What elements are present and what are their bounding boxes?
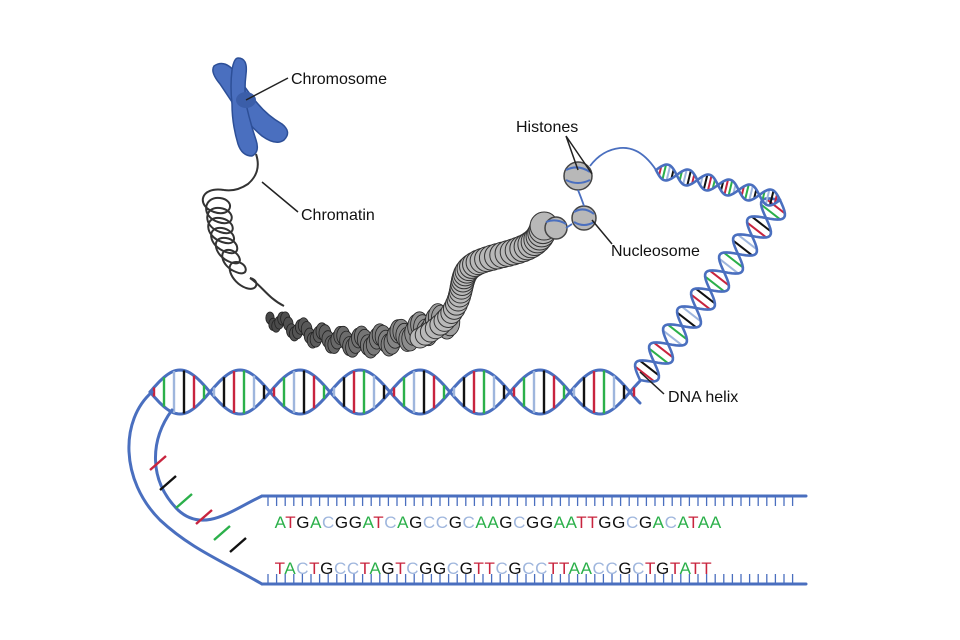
- base-letter: G: [540, 513, 553, 532]
- base-letter: C: [322, 513, 334, 532]
- base-letter: T: [587, 513, 597, 532]
- chromatin-fiber: [265, 303, 461, 359]
- base-letter: C: [513, 513, 525, 532]
- base-letter: C: [535, 559, 547, 578]
- base-letter: C: [447, 559, 459, 578]
- base-letter: A: [363, 513, 375, 532]
- base-letter: T: [360, 559, 370, 578]
- base-letter: A: [680, 559, 692, 578]
- base-letter: T: [701, 559, 711, 578]
- base-letter: C: [423, 513, 435, 532]
- base-letter: G: [526, 513, 539, 532]
- base-letter: C: [334, 559, 346, 578]
- base-letter: A: [566, 513, 578, 532]
- base-letter: A: [554, 513, 566, 532]
- base-letter: G: [349, 513, 362, 532]
- base-letter: G: [409, 513, 422, 532]
- base-letter: A: [487, 513, 499, 532]
- base-letter: C: [626, 513, 638, 532]
- base-letter: G: [639, 513, 652, 532]
- base-letter: A: [710, 513, 722, 532]
- label-nucleosome: Nucleosome: [611, 243, 700, 260]
- base-letter: T: [395, 559, 405, 578]
- base-letter: C: [665, 513, 677, 532]
- base-letter: G: [335, 513, 348, 532]
- base-letter: C: [406, 559, 418, 578]
- base-letter: C: [522, 559, 534, 578]
- base-letter: A: [284, 559, 296, 578]
- label-chromosome: Chromosome: [291, 71, 387, 88]
- base-letter: G: [433, 559, 446, 578]
- label-histones: Histones: [516, 119, 578, 136]
- base-letter: T: [548, 559, 558, 578]
- base-letter: T: [688, 513, 698, 532]
- base-letter: A: [275, 513, 287, 532]
- base-letter: T: [473, 559, 483, 578]
- dna-helix: [127, 163, 787, 586]
- base-letter: G: [460, 559, 473, 578]
- base-letter: G: [618, 559, 631, 578]
- base-letter: C: [463, 513, 475, 532]
- base-letter: T: [576, 513, 586, 532]
- base-letter: A: [677, 513, 689, 532]
- base-letter: G: [320, 559, 333, 578]
- base-letter: T: [484, 559, 494, 578]
- base-letter: A: [581, 559, 593, 578]
- chromosome-shape: [212, 57, 289, 157]
- sequence-bottom: TACTGCCTAGTCGGCGTTCGCCTTAACCGCTGTATT: [275, 559, 712, 578]
- base-letter: A: [653, 513, 665, 532]
- base-letter: T: [559, 559, 569, 578]
- base-letter: T: [670, 559, 680, 578]
- chromatin-coil: [201, 153, 285, 307]
- base-letter: C: [495, 559, 507, 578]
- base-letter: T: [285, 513, 295, 532]
- base-letter: A: [569, 559, 581, 578]
- base-letter: C: [605, 559, 617, 578]
- base-letter: C: [384, 513, 396, 532]
- base-letter: G: [381, 559, 394, 578]
- base-letter: G: [499, 513, 512, 532]
- base-letter: C: [296, 559, 308, 578]
- base-letter: A: [397, 513, 409, 532]
- dna-ladder: [260, 494, 808, 586]
- base-letter: T: [275, 559, 285, 578]
- base-letter: G: [612, 513, 625, 532]
- leader-lines: [245, 77, 665, 395]
- base-letter: G: [656, 559, 669, 578]
- base-letter: T: [690, 559, 700, 578]
- base-letter: G: [508, 559, 521, 578]
- base-letter: A: [475, 513, 487, 532]
- base-letter: G: [449, 513, 462, 532]
- base-letter: C: [632, 559, 644, 578]
- base-letter: C: [436, 513, 448, 532]
- base-letter: A: [698, 513, 710, 532]
- base-letter: T: [373, 513, 383, 532]
- base-letter: G: [419, 559, 432, 578]
- label-dna-helix: DNA helix: [668, 389, 738, 406]
- nucleosome-closeup: [544, 147, 657, 240]
- base-letter: G: [296, 513, 309, 532]
- base-letter: G: [598, 513, 611, 532]
- label-chromatin: Chromatin: [301, 207, 375, 224]
- base-letter: T: [645, 559, 655, 578]
- base-letter: C: [347, 559, 359, 578]
- base-letter: A: [369, 559, 381, 578]
- base-letter: C: [593, 559, 605, 578]
- base-letter: A: [310, 513, 322, 532]
- sequence-top: ATGACGGATCAGCCGCAAGCGGAATTGGCGACATAA: [275, 513, 722, 532]
- nucleosome-beads: [409, 211, 559, 349]
- base-letter: T: [309, 559, 319, 578]
